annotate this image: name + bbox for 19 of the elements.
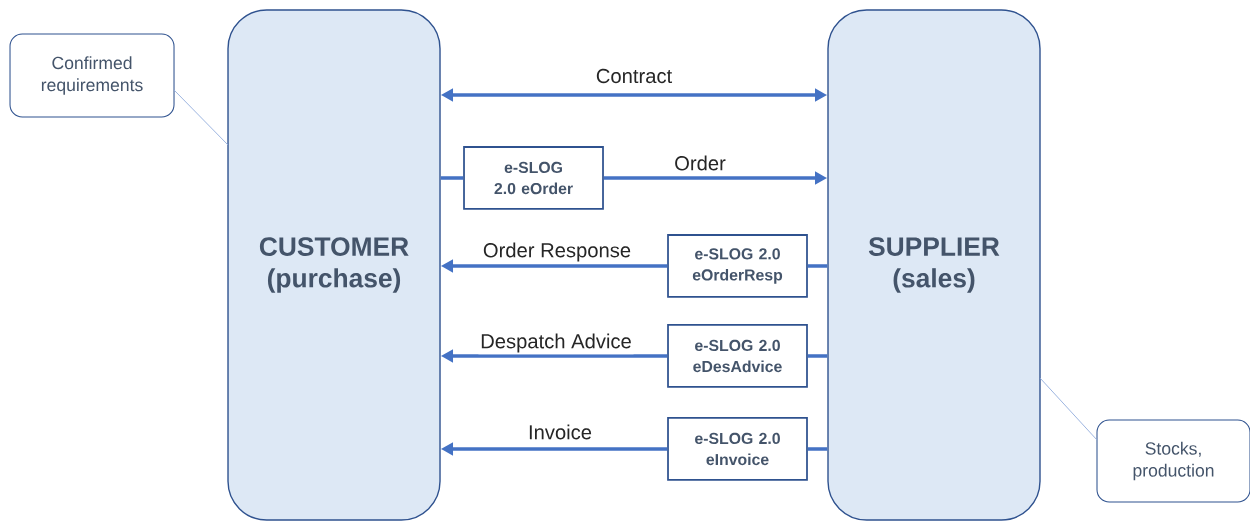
leader-line: [1039, 377, 1098, 441]
edge-label: Contract: [594, 67, 674, 85]
leader-line: [173, 89, 229, 146]
connector-line: [807, 354, 828, 358]
edge-label: Order: [672, 153, 728, 173]
connector-line: [440, 176, 464, 180]
party-box: CUSTOMER (purchase): [227, 9, 441, 521]
party-box: SUPPLIER (sales): [827, 9, 1041, 521]
edge-label: Invoice: [526, 422, 594, 442]
note-box: Stocks, production: [1096, 419, 1250, 503]
document-box: e-SLOG 2.0 eDesAdvice: [667, 324, 808, 388]
note-box: Confirmed requirements: [9, 33, 175, 118]
connector-line: [807, 447, 828, 451]
document-box: e-SLOG 2.0 eOrder: [463, 146, 604, 210]
edge-label: Order Response: [481, 240, 633, 264]
connector-line: [807, 264, 828, 268]
document-box: e-SLOG 2.0 eInvoice: [667, 417, 808, 481]
document-box: e-SLOG 2.0 eOrderResp: [667, 234, 808, 298]
edge-label: Despatch Advice: [478, 331, 634, 355]
